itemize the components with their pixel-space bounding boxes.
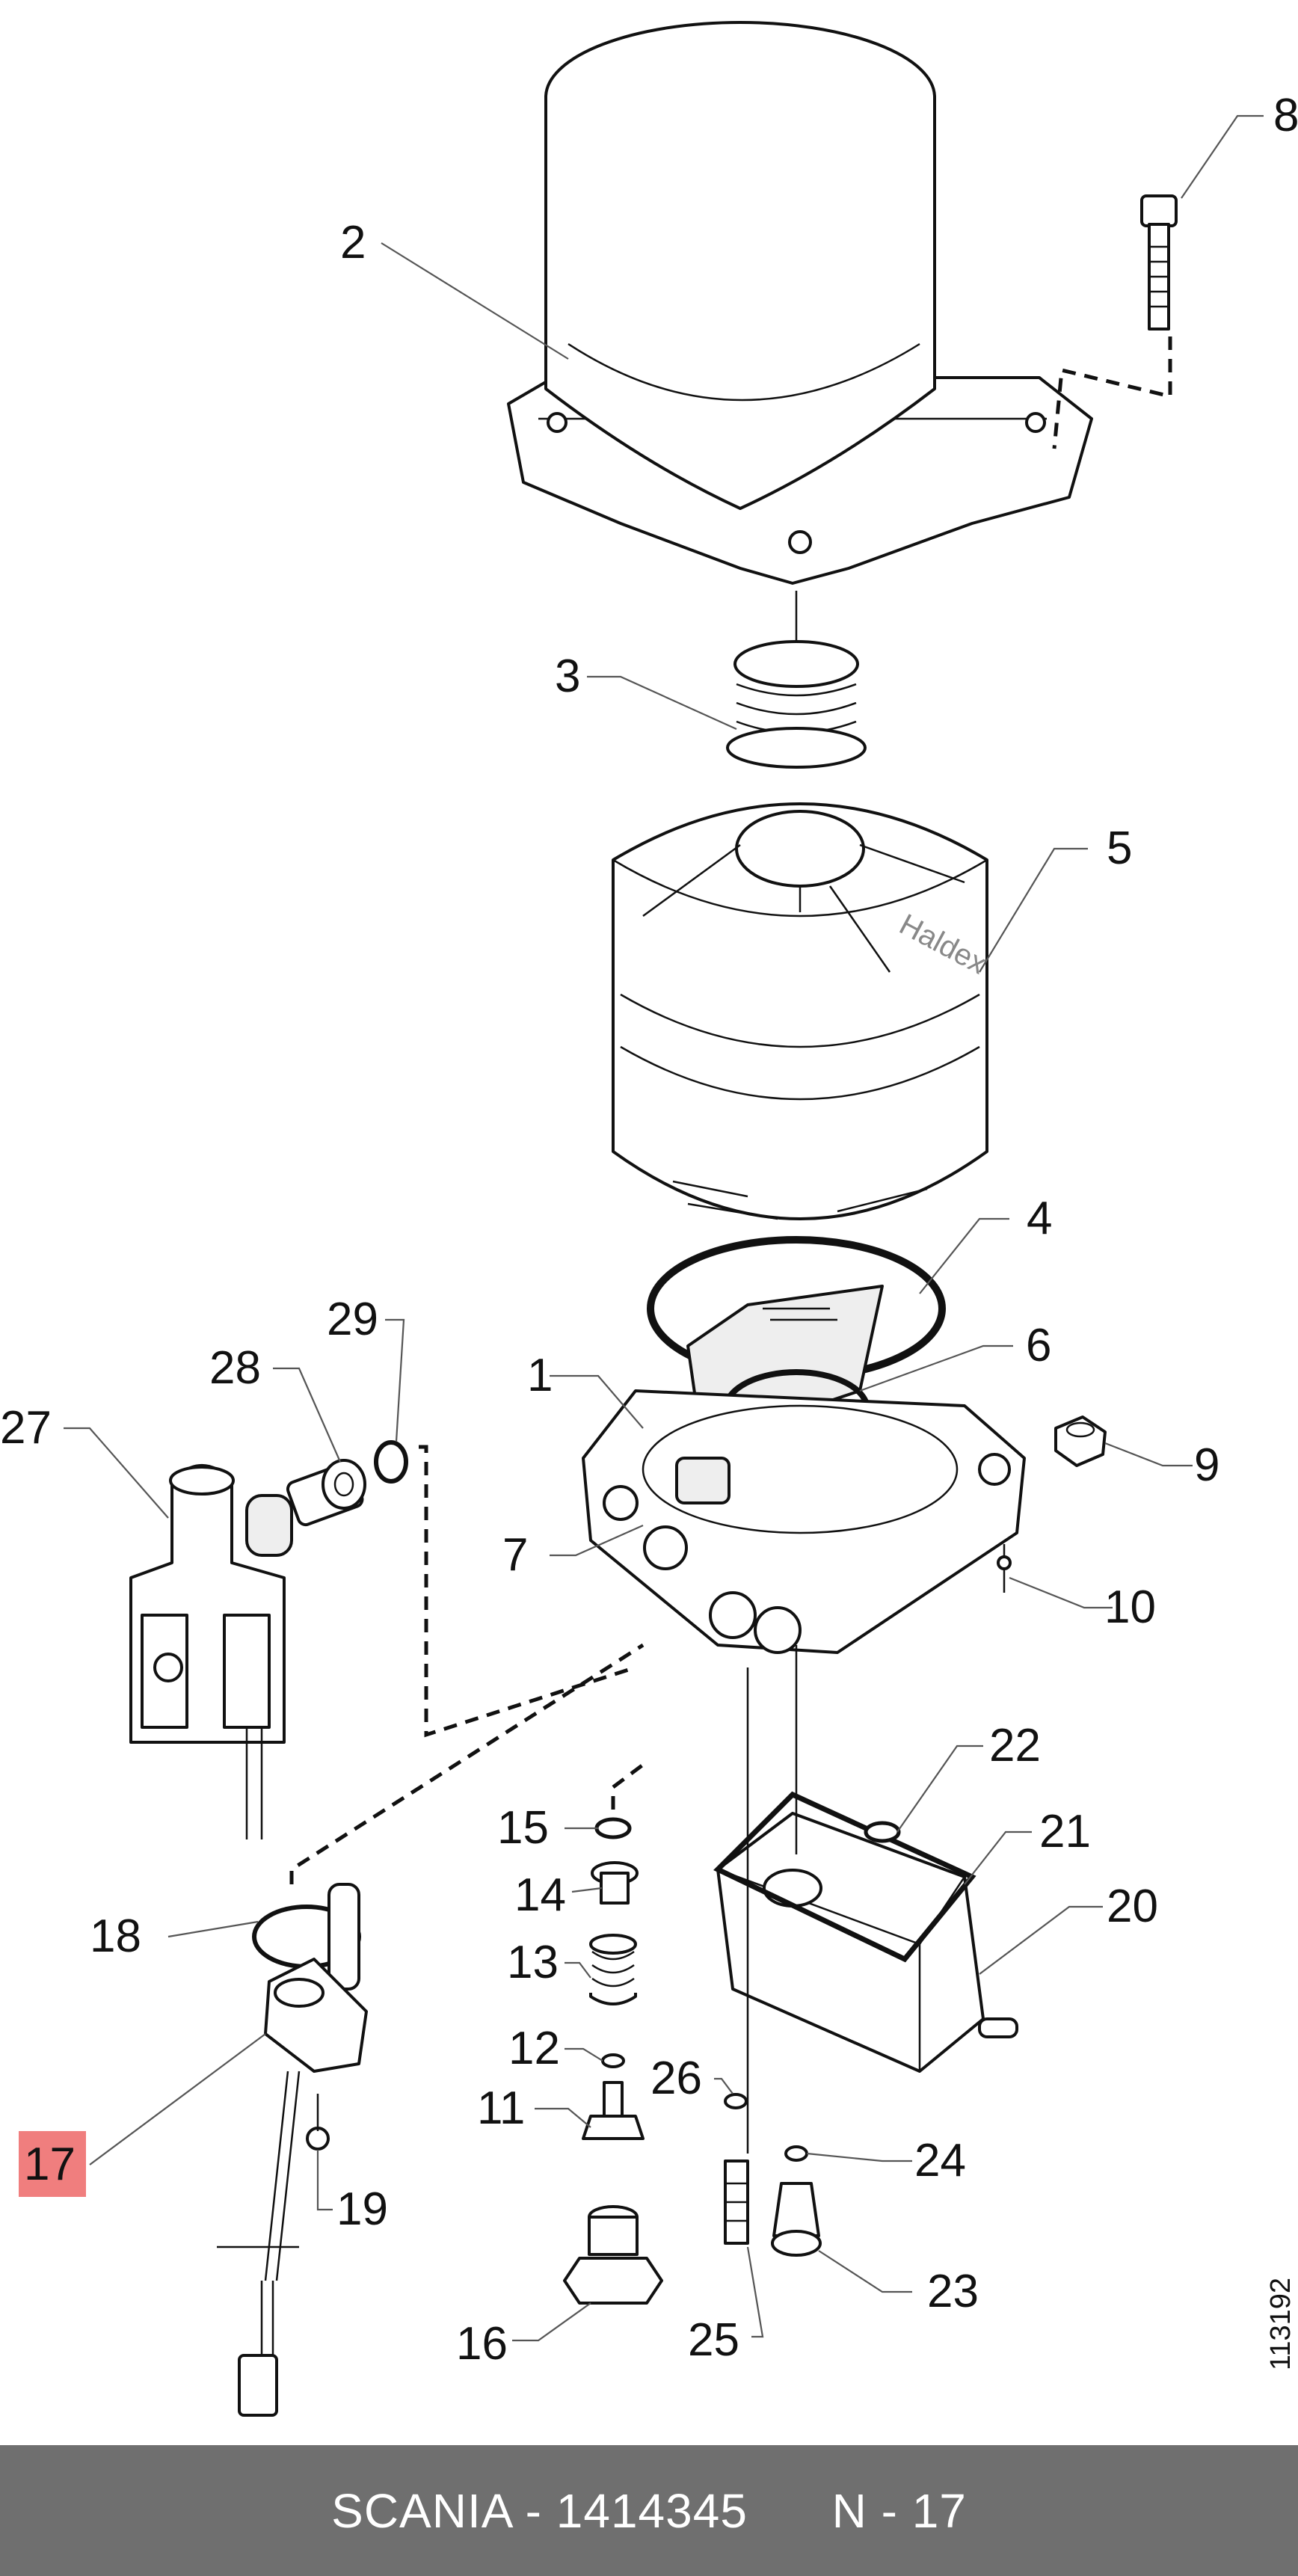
callout-5: 5 — [1107, 823, 1132, 874]
callout-17: 17 — [24, 2139, 76, 2190]
callout-12: 12 — [508, 2023, 560, 2074]
drawing-id: 113192 — [1265, 2278, 1297, 2370]
callout-26: 26 — [650, 2053, 702, 2104]
callout-8: 8 — [1273, 90, 1298, 141]
exploded-parts-diagram: Haldex — [0, 21, 1298, 2417]
highlight-box — [19, 2131, 86, 2197]
callout-1: 1 — [527, 1350, 553, 1401]
part-19-screw — [306, 2094, 330, 2151]
part-9-nut — [1054, 1415, 1107, 1467]
callout-19: 19 — [336, 2183, 388, 2235]
callout-23: 23 — [927, 2266, 979, 2317]
callout-11: 11 — [477, 2082, 525, 2134]
callout-27: 27 — [0, 1402, 52, 1454]
part-27-valve — [129, 1462, 364, 1839]
part-16-plug — [563, 2205, 663, 2305]
callout-6: 6 — [1026, 1320, 1051, 1371]
part-28-washer — [322, 1459, 366, 1510]
part-12-o-ring — [601, 2053, 625, 2068]
callout-2: 2 — [340, 217, 366, 268]
callout-16: 16 — [456, 2318, 508, 2370]
part-29-o-ring — [374, 1440, 408, 1484]
part-8-bolt — [1052, 194, 1178, 449]
part-3-spring — [726, 591, 867, 769]
callout-24: 24 — [914, 2135, 966, 2186]
part-10-pin — [997, 1544, 1012, 1593]
part-1-base-body — [582, 1389, 1026, 1654]
footer-text: SCANIA - 1414345 N - 17 — [331, 2483, 967, 2539]
callout-15: 15 — [497, 1802, 549, 1854]
callout-20: 20 — [1107, 1881, 1158, 1932]
callout-13: 13 — [507, 1937, 559, 1988]
footer-separator: - — [511, 2483, 556, 2538]
footer-bar: SCANIA - 1414345 N - 17 — [0, 2445, 1298, 2576]
part-14-piston — [591, 1861, 639, 1905]
callout-9: 9 — [1194, 1439, 1219, 1491]
callout-28: 28 — [209, 1342, 261, 1394]
callout-10: 10 — [1104, 1581, 1156, 1633]
part-25-screw — [724, 2160, 749, 2245]
part-15-o-ring — [594, 1817, 632, 1839]
callout-29: 29 — [327, 1294, 378, 1345]
footer-part-number: 1414345 — [556, 2483, 748, 2538]
callout-4: 4 — [1027, 1193, 1052, 1244]
part-21-gasket — [713, 1791, 976, 1963]
callout-14: 14 — [514, 1869, 566, 1921]
part-17-sensor — [217, 1883, 368, 2417]
leader-lines — [64, 114, 1264, 2342]
part-11-valve-seat — [582, 2081, 645, 2140]
part-22-o-ring — [864, 1821, 901, 1843]
footer-page-ref: N - 17 — [831, 2483, 967, 2538]
part-13-spring — [589, 1934, 637, 2005]
callout-numbers: 1 2 3 4 5 6 7 8 9 10 11 12 13 14 15 16 1… — [0, 90, 1298, 2370]
callout-7: 7 — [502, 1529, 528, 1581]
footer-brand: SCANIA — [331, 2483, 511, 2538]
callout-18: 18 — [90, 1911, 141, 1962]
part-5-housing: Haldex — [612, 802, 991, 1220]
part-24-o-ring — [784, 2145, 808, 2162]
callout-25: 25 — [688, 2314, 739, 2366]
part-23-valve — [771, 2182, 822, 2257]
part-26-o-ring — [724, 2093, 748, 2109]
part-2-cartridge — [507, 21, 1093, 585]
callout-22: 22 — [989, 1720, 1041, 1771]
callout-3: 3 — [555, 651, 580, 702]
callout-21: 21 — [1039, 1806, 1091, 1857]
